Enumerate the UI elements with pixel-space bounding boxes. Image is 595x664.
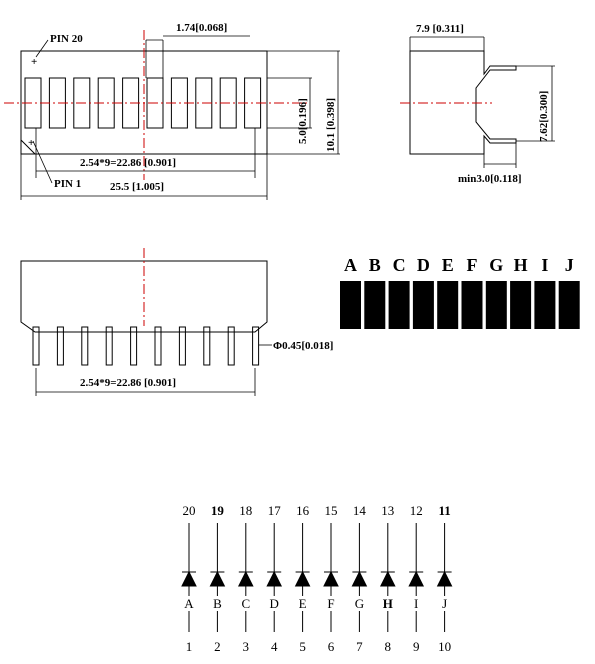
pin-schematic: 20A 1 19B 2 18C 3 17D 4 16E 5 15F 6 14G 7 13H 8 12I 9 11J 1…: [181, 503, 453, 654]
lead-pin: [105, 326, 113, 366]
segment-label: J: [442, 596, 447, 611]
bottom-body-outline: [20, 260, 268, 333]
side-body-outline: [409, 50, 517, 155]
cathode-pin-number: 6: [328, 639, 335, 654]
legend-segment-bar: [534, 281, 556, 329]
lead-length-dim: min3.0[0.118]: [458, 173, 522, 185]
legend-segment-bar: [412, 281, 434, 329]
led-diode-icon: [323, 570, 339, 587]
anode-pin-number: 11: [438, 503, 450, 518]
pin1-label: PIN 1: [54, 178, 81, 190]
led-diode-icon: [294, 570, 311, 587]
lead-pin: [130, 326, 138, 366]
cathode-pin-number: 5: [299, 639, 306, 654]
legend-letter: J: [565, 255, 574, 275]
led-diode-icon: [408, 570, 425, 587]
legend-segment-bar: [485, 281, 507, 329]
legend-letter: F: [467, 255, 478, 275]
legend-letter: I: [541, 255, 548, 275]
led-diode-icon: [266, 570, 283, 587]
legend-segment-bar: [510, 281, 532, 329]
segment-height-dim: 5.0[0.196]: [297, 98, 309, 144]
anode-pin-number: 17: [268, 503, 282, 518]
svg-text:+: +: [31, 56, 37, 68]
side-depth-dim: 7.9 [0.311]: [416, 23, 464, 35]
legend-segment-bar: [437, 281, 459, 329]
legend-letter: E: [442, 255, 454, 275]
lead-pin: [252, 326, 260, 366]
legend-letter: H: [514, 255, 528, 275]
legend-letter: A: [344, 255, 357, 275]
legend-segment-bar: [558, 281, 580, 329]
anode-pin-number: 12: [410, 503, 423, 518]
segment-width-dim: 1.74[0.068]: [176, 22, 227, 34]
lead-pin: [203, 326, 211, 366]
cathode-pin-number: 10: [438, 639, 451, 654]
cathode-pin-number: 9: [413, 639, 420, 654]
anode-pin-number: 15: [325, 503, 338, 518]
bottom-pitch-span-dim: 2.54*9=22.86 [0.901]: [80, 377, 176, 389]
cathode-pin-number: 8: [385, 639, 392, 654]
pin-diameter-dim: Φ0.45[0.018]: [273, 340, 333, 352]
anode-pin-number: 14: [353, 503, 367, 518]
legend-segment-bar: [364, 281, 386, 329]
cathode-pin-number: 7: [356, 639, 363, 654]
segment-label: I: [414, 596, 418, 611]
legend-segment-bar: [340, 281, 361, 329]
segment-label: G: [355, 596, 364, 611]
legend-segment-bar: [461, 281, 483, 329]
anode-pin-number: 18: [239, 503, 252, 518]
led-diode-icon: [379, 570, 396, 587]
anode-pin-number: 13: [381, 503, 394, 518]
front-pitch-span-dim: 2.54*9=22.86 [0.901]: [80, 157, 176, 169]
pin20-label: PIN 20: [50, 33, 83, 45]
segment-label: E: [299, 596, 307, 611]
legend-letter: G: [489, 255, 503, 275]
segment-label: C: [241, 596, 250, 611]
segment-label: B: [213, 596, 222, 611]
side-view: 7.9 [0.311] 7.62[0.300] min3.0[0.118]: [400, 23, 555, 185]
segment-label: A: [184, 596, 194, 611]
led-diode-icon: [209, 570, 226, 587]
lead-pin: [32, 326, 40, 366]
bottom-pins: [32, 326, 260, 366]
segment-label: F: [327, 596, 334, 611]
bottom-view: 2.54*9=22.86 [0.901] Φ0.45[0.018]: [20, 248, 333, 396]
lead-pin: [227, 326, 235, 366]
lead-pin: [178, 326, 186, 366]
led-diode-icon: [436, 570, 453, 587]
segment-label: H: [383, 596, 393, 611]
row-spacing-dim: 7.62[0.300]: [538, 91, 550, 142]
legend-letter: D: [417, 255, 430, 275]
anode-pin-number: 16: [296, 503, 310, 518]
legend-segment-bar: [388, 281, 410, 329]
anode-pin-number: 20: [183, 503, 196, 518]
body-length-dim: 25.5 [1.005]: [110, 181, 164, 193]
cathode-pin-number: 3: [243, 639, 250, 654]
body-height-dim: 10.1 [0.398]: [325, 98, 337, 152]
lead-pin: [81, 326, 89, 366]
svg-text:+: +: [28, 137, 34, 149]
front-view: 1.74[0.068] + PIN 20 + PIN 1 5.0[0.196] …: [4, 22, 340, 200]
anode-pin-number: 19: [211, 503, 225, 518]
cathode-pin-number: 2: [214, 639, 221, 654]
lead-pin: [56, 326, 64, 366]
led-diode-icon: [181, 570, 197, 587]
led-diode-icon: [237, 570, 254, 587]
cathode-pin-number: 1: [186, 639, 193, 654]
legend-letter: C: [393, 255, 406, 275]
segment-label: D: [270, 596, 279, 611]
led-diode-icon: [351, 570, 368, 587]
cathode-pin-number: 4: [271, 639, 278, 654]
legend-letter: B: [369, 255, 381, 275]
lead-pin: [154, 326, 162, 366]
